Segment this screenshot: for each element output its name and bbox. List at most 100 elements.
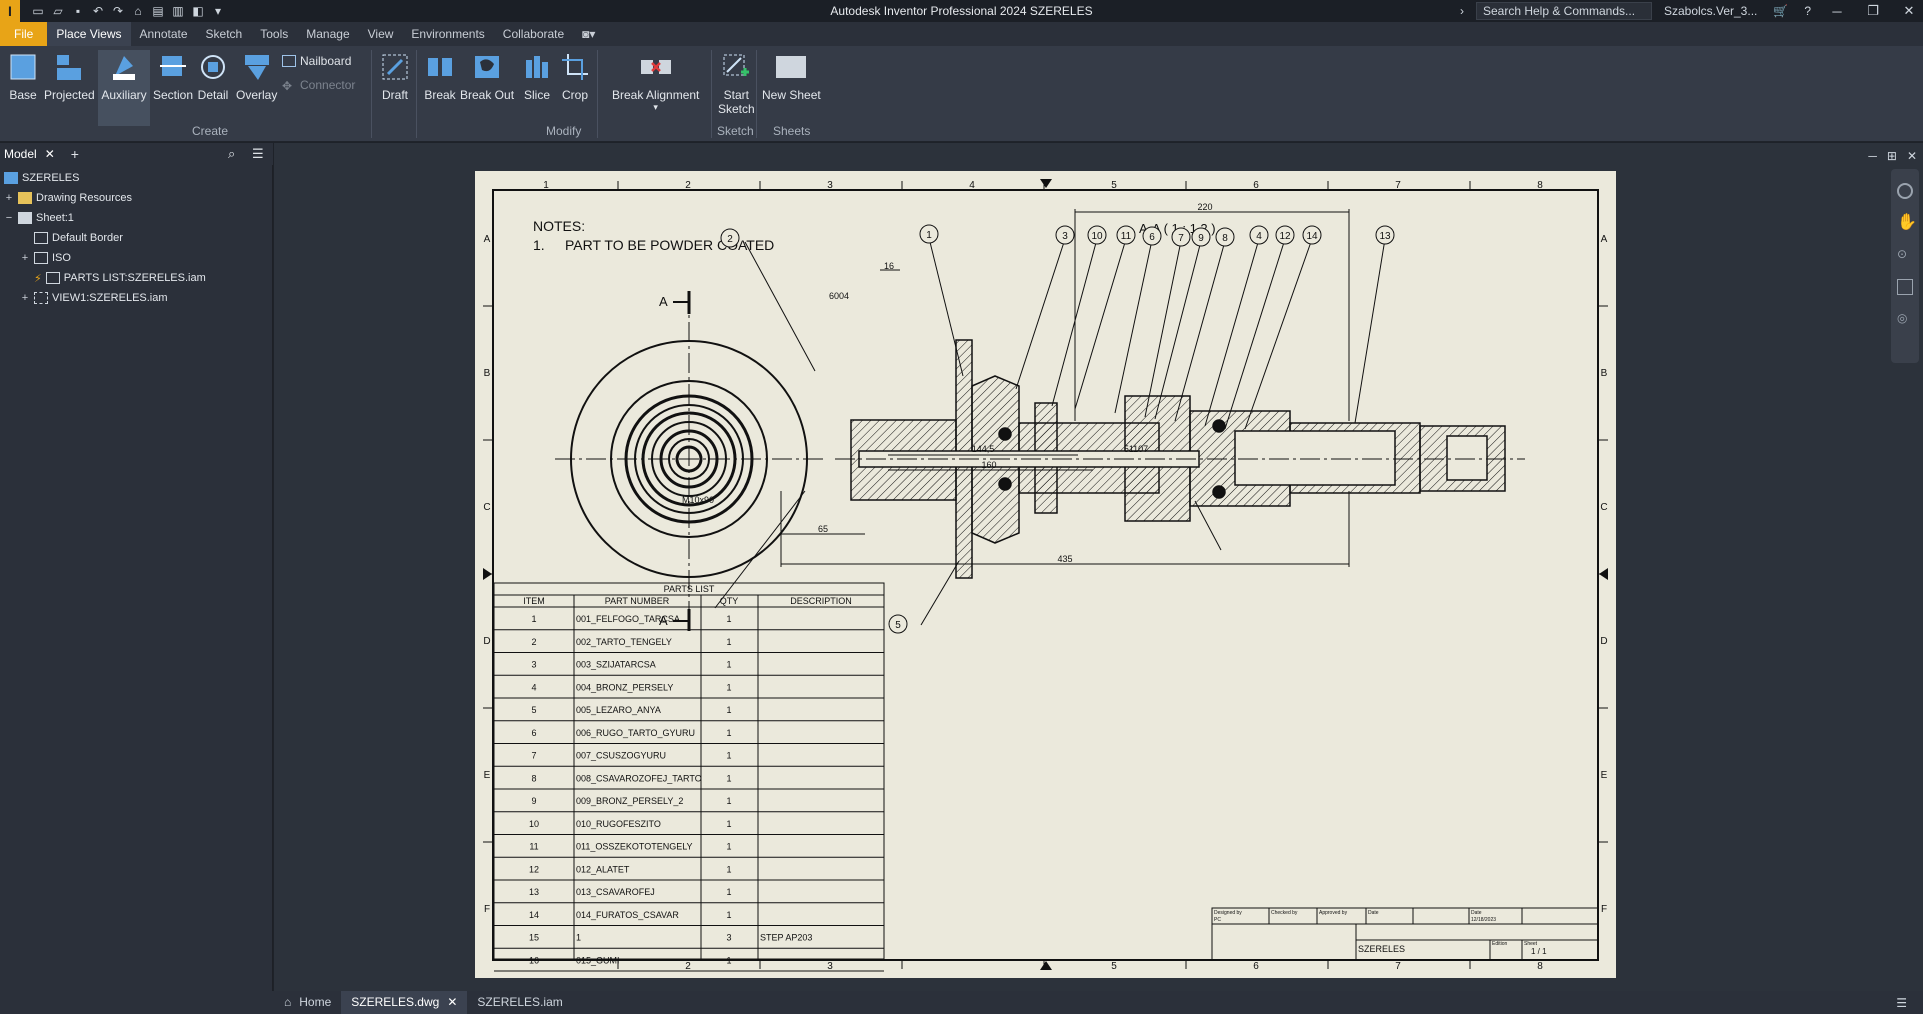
slice-button[interactable]: Slice bbox=[520, 50, 554, 102]
doc-tab-menu-icon[interactable]: ☰ bbox=[1896, 995, 1907, 1010]
expand-icon[interactable]: + bbox=[21, 252, 29, 264]
tb-sheet-value: 1 / 1 bbox=[1531, 947, 1547, 956]
open-icon[interactable]: ▱ bbox=[53, 4, 63, 18]
tree-item-sheet[interactable]: − Sheet:1 bbox=[4, 209, 74, 227]
menu-icon[interactable]: ☰ bbox=[252, 146, 264, 161]
title-block[interactable] bbox=[1211, 907, 1599, 961]
close-icon[interactable]: ✕ bbox=[1906, 149, 1917, 163]
front-view[interactable] bbox=[555, 291, 825, 631]
print-icon[interactable]: ▤ bbox=[152, 4, 164, 18]
drawing-sheet[interactable]: 1 2 3 4 5 6 7 8 2 3 5 6 7 8 A B C D E F … bbox=[475, 171, 1616, 978]
help-icon[interactable]: ? bbox=[1804, 4, 1811, 18]
close-icon[interactable]: ✕ bbox=[44, 147, 55, 161]
search-expand-icon[interactable]: › bbox=[1459, 4, 1464, 18]
nailboard-icon bbox=[282, 55, 296, 67]
base-view-label: Base bbox=[9, 88, 37, 102]
tree-item-default-border[interactable]: Default Border bbox=[34, 229, 123, 247]
break-button[interactable]: Break bbox=[423, 50, 457, 102]
table-cell: 12 bbox=[529, 864, 539, 874]
table-cell: 15 bbox=[529, 933, 539, 943]
table-cell: 1 bbox=[726, 660, 731, 670]
doc-tab-home[interactable]: ⌂ Home bbox=[274, 991, 341, 1014]
redo-icon[interactable]: ↷ bbox=[112, 4, 124, 18]
tab-extra-dropdown[interactable]: ◙▾ bbox=[582, 27, 596, 41]
tree-item-iso[interactable]: + ISO bbox=[20, 249, 71, 267]
customize-icon[interactable]: ▾ bbox=[214, 4, 222, 18]
new-icon[interactable]: ▭ bbox=[32, 4, 44, 18]
return-icon[interactable]: ▥ bbox=[172, 4, 184, 18]
user-account[interactable]: Szabolcs.Ver_3... bbox=[1663, 4, 1758, 18]
zone-col-5: 5 bbox=[1111, 180, 1117, 191]
tab-tools[interactable]: Tools bbox=[260, 27, 289, 41]
zoom-icon[interactable]: ⊙ bbox=[1897, 247, 1908, 261]
close-icon[interactable]: ✕ bbox=[447, 995, 458, 1009]
break-alignment-button[interactable]: Break Alignment ▾ bbox=[612, 50, 699, 113]
section-view-button[interactable]: Section bbox=[153, 50, 193, 102]
tab-annotate[interactable]: Annotate bbox=[139, 27, 188, 41]
section-view[interactable] bbox=[835, 339, 1525, 579]
tab-environments[interactable]: Environments bbox=[411, 27, 485, 41]
undo-icon[interactable]: ↶ bbox=[92, 4, 104, 18]
center-mark-bottom bbox=[1040, 961, 1052, 970]
base-view-button[interactable]: Base bbox=[6, 50, 40, 102]
zone-row-a: A bbox=[484, 234, 491, 245]
pan-icon[interactable]: ✋ bbox=[1897, 214, 1917, 231]
parts-list-title: PARTS LIST bbox=[664, 584, 715, 594]
tree-item-parts-list[interactable]: ⚡ PARTS LIST:SZERELES.iam bbox=[34, 269, 206, 287]
orbit-icon[interactable]: ◎ bbox=[1897, 311, 1908, 325]
tb-edition: Edition bbox=[1492, 941, 1508, 947]
tab-place-views[interactable]: Place Views bbox=[47, 22, 131, 46]
properties-icon[interactable]: ◧ bbox=[192, 4, 204, 18]
tab-collaborate[interactable]: Collaborate bbox=[502, 27, 565, 41]
doc-tab-dwg[interactable]: SZERELES.dwg ✕ bbox=[341, 991, 468, 1014]
overlay-view-button[interactable]: Overlay bbox=[236, 50, 277, 102]
add-tab-icon[interactable]: + bbox=[70, 146, 79, 162]
tree-item-view1[interactable]: + VIEW1:SZERELES.iam bbox=[20, 289, 168, 307]
minimize-icon[interactable]: ─ bbox=[1868, 149, 1877, 163]
restore-icon[interactable]: ❐ bbox=[1867, 3, 1879, 18]
table-cell: 010_RUGOFESZITO bbox=[576, 819, 661, 829]
start-sketch-button[interactable]: Start Sketch bbox=[718, 50, 755, 116]
new-sheet-button[interactable]: New Sheet bbox=[762, 50, 821, 102]
tab-view[interactable]: View bbox=[367, 27, 394, 41]
auxiliary-view-button[interactable]: Auxiliary bbox=[98, 50, 150, 126]
tree-root[interactable]: SZERELES bbox=[4, 169, 79, 187]
steering-wheel-icon[interactable] bbox=[1897, 183, 1913, 199]
crop-button[interactable]: Crop bbox=[558, 50, 592, 102]
minimize-icon[interactable]: ─ bbox=[1832, 3, 1842, 19]
break-alignment-label: Break Alignment bbox=[612, 88, 700, 102]
note-1: PART TO BE POWDER COATED bbox=[565, 237, 774, 253]
parts-list-table[interactable] bbox=[493, 582, 885, 960]
nailboard-button[interactable]: Nailboard bbox=[282, 54, 351, 68]
home-icon[interactable]: ⌂ bbox=[134, 4, 142, 18]
projected-view-button[interactable]: Projected bbox=[44, 50, 95, 102]
doc-tab-iam[interactable]: SZERELES.iam bbox=[467, 991, 572, 1014]
table-cell: 4 bbox=[531, 682, 536, 692]
draft-view-button[interactable]: Draft bbox=[378, 50, 412, 102]
dim-65: 65 bbox=[818, 524, 828, 534]
expand-icon[interactable]: + bbox=[5, 192, 13, 204]
app-logo[interactable]: I bbox=[0, 0, 20, 22]
expand-icon[interactable]: + bbox=[21, 292, 29, 304]
save-icon[interactable]: ▪ bbox=[75, 4, 81, 18]
tree-item-drawing-resources[interactable]: + Drawing Resources bbox=[4, 189, 132, 207]
table-cell: 012_ALATET bbox=[576, 864, 630, 874]
search-input[interactable]: Search Help & Commands... bbox=[1475, 2, 1652, 20]
table-cell: 008_CSAVAROZOFEJ_TARTO bbox=[576, 773, 702, 783]
tab-sketch[interactable]: Sketch bbox=[205, 27, 243, 41]
zone-row-d: D bbox=[483, 636, 490, 647]
tab-manage[interactable]: Manage bbox=[306, 27, 350, 41]
collapse-icon[interactable]: − bbox=[5, 212, 13, 224]
detail-view-button[interactable]: Detail bbox=[196, 50, 230, 102]
connector-button[interactable]: ✥ Connector bbox=[282, 78, 355, 93]
break-out-button[interactable]: Break Out bbox=[460, 50, 514, 102]
close-icon[interactable]: ✕ bbox=[1903, 3, 1915, 18]
zoom-window-icon[interactable] bbox=[1897, 279, 1913, 295]
cart-icon[interactable]: 🛒 bbox=[1773, 4, 1789, 18]
tb-date: Date bbox=[1368, 910, 1379, 916]
table-cell: 2 bbox=[531, 637, 536, 647]
tile-icon[interactable]: ⊞ bbox=[1886, 149, 1897, 163]
model-tab[interactable]: Model ✕ bbox=[0, 147, 59, 161]
search-icon[interactable]: ⌕ bbox=[228, 146, 236, 161]
tab-file[interactable]: File bbox=[0, 22, 48, 46]
